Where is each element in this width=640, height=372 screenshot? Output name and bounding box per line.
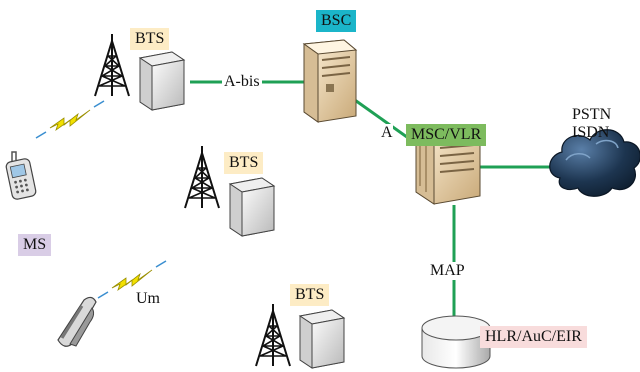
hlr-label: HLR/AuC/EIR: [480, 326, 587, 348]
bts-box-mid: [229, 177, 275, 237]
bts-tower-bottom: [255, 303, 291, 367]
ms-flip-phone-icon: [57, 296, 97, 347]
msc-vlr-label: MSC/VLR: [406, 124, 487, 146]
isdn-label: ISDN: [572, 124, 610, 141]
bts-box-bottom: [299, 309, 345, 369]
bsc-server-icon: [302, 39, 358, 123]
bts-top-label: BTS: [130, 28, 170, 50]
ms-label: MS: [18, 234, 52, 256]
hlr-database-icon: [421, 315, 491, 369]
bts-tower-mid: [184, 145, 220, 209]
bsc-label: BSC: [316, 10, 357, 32]
bts-box-top: [139, 51, 185, 111]
map-link-label: MAP: [428, 262, 467, 280]
ms-phone-icon: [5, 151, 37, 200]
bts-bottom-label: BTS: [290, 284, 330, 306]
radio-bolt-top: [35, 100, 105, 139]
bts-mid-label: BTS: [224, 152, 264, 174]
bts-tower-top: [94, 33, 130, 97]
a-link-label: A: [381, 124, 393, 142]
um-link-label: Um: [136, 290, 160, 307]
pstn-label: PSTN: [572, 106, 612, 123]
abis-link-label: A-bis: [222, 73, 262, 91]
